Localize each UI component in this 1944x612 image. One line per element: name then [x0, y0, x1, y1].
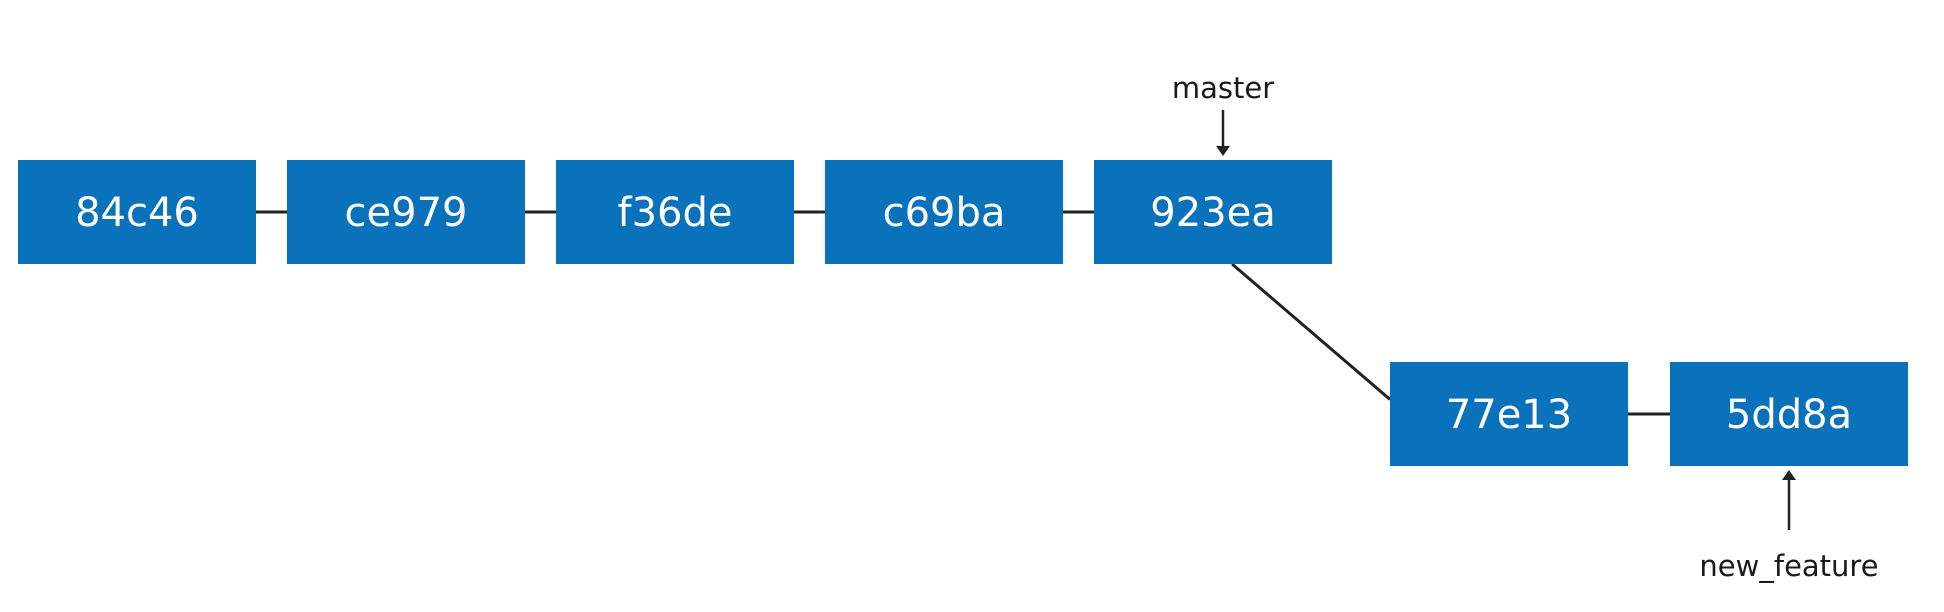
commit-box	[556, 160, 794, 264]
commit-box	[18, 160, 256, 264]
commit-node: 5dd8a	[1670, 362, 1908, 466]
commit-box	[1670, 362, 1908, 466]
pointer-arrowhead	[1782, 470, 1796, 480]
branch-pointer: master	[1172, 71, 1274, 156]
branch-label-master: master	[1172, 71, 1274, 105]
commit-hash-label: 84c46	[75, 190, 199, 236]
commit-node: ce979	[287, 160, 525, 264]
commit-hash-label: 77e13	[1446, 392, 1572, 438]
commit-box	[1390, 362, 1628, 466]
commit-hash-label: ce979	[345, 190, 468, 236]
commit-box	[1094, 160, 1332, 264]
refs-layer: master new_feature	[1172, 71, 1879, 583]
commit-box	[825, 160, 1063, 264]
commit-hash-label: f36de	[618, 190, 733, 236]
commit-node: c69ba	[825, 160, 1063, 264]
commit-hash-label: c69ba	[883, 190, 1006, 236]
commit-box	[287, 160, 525, 264]
commit-node: f36de	[556, 160, 794, 264]
pointer-arrowhead	[1216, 146, 1230, 156]
branch-pointer: new_feature	[1699, 470, 1879, 583]
commit-hash-label: 5dd8a	[1726, 392, 1852, 438]
commit-hash-label: 923ea	[1150, 190, 1275, 236]
commit-node: 77e13	[1390, 362, 1628, 466]
branch-label-new-feature: new_feature	[1699, 549, 1878, 583]
edges-layer	[256, 210, 1670, 416]
commit-node: 923ea	[1094, 160, 1332, 264]
commit-node: 84c46	[18, 160, 256, 264]
edge-923ea-77e13	[1231, 262, 1391, 401]
commits-layer: 84c46 ce979 f36de c69ba 923ea 77e13 5dd8a	[18, 160, 1908, 466]
